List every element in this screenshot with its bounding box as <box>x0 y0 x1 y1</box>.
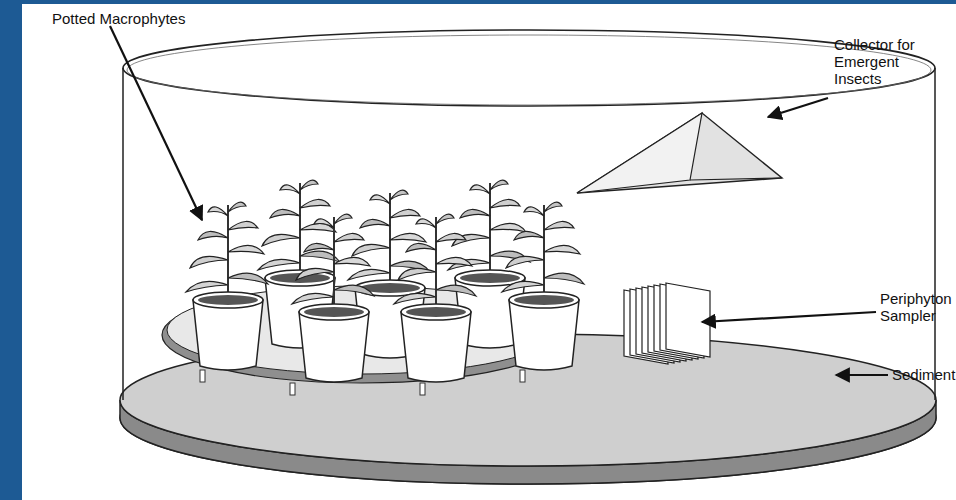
part-label: Collector for Emergent Insects <box>834 36 938 87</box>
potted-plant <box>502 202 584 370</box>
insect-collector <box>577 113 782 193</box>
part-label: Potted Macrophytes <box>52 10 252 27</box>
part-label: Periphyton Sampler <box>880 290 956 324</box>
potted-plant <box>394 214 476 382</box>
slide-border <box>0 0 22 500</box>
tank-rim <box>123 30 935 106</box>
periphyton-sampler <box>624 283 710 364</box>
potted-plant <box>292 214 374 382</box>
slide-border <box>0 0 956 4</box>
tank-wall <box>123 68 935 400</box>
potted-plant <box>186 202 268 370</box>
leader-arrow <box>110 26 888 375</box>
part-label: Sediment <box>892 366 956 383</box>
tank-rim <box>127 35 931 105</box>
